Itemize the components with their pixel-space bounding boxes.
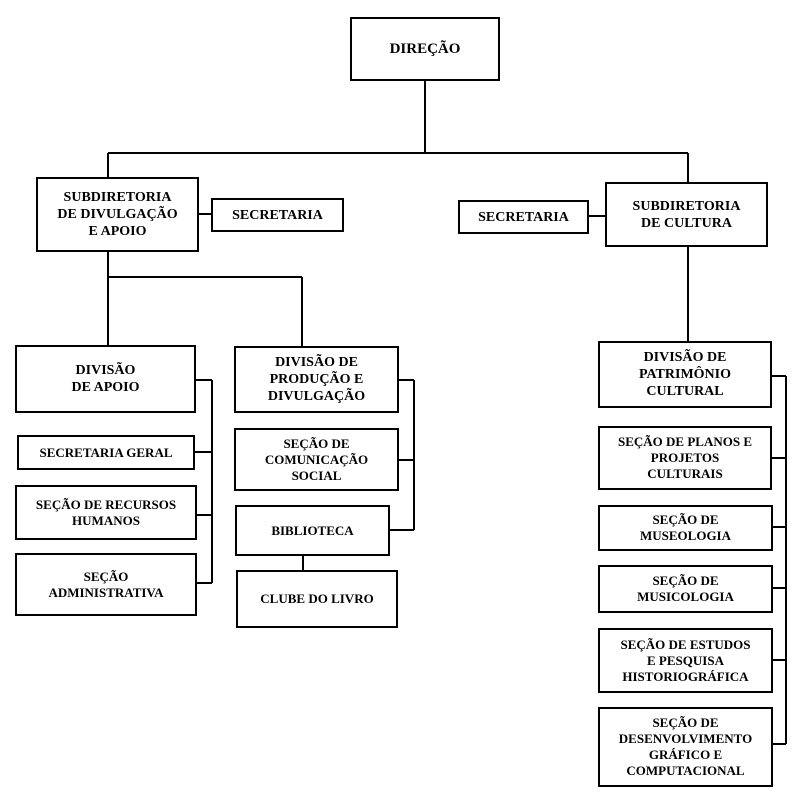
box-direcao: DIREÇÃO bbox=[350, 17, 500, 81]
box-secao-planos-projetos: SEÇÃO DE PLANOS E PROJETOS CULTURAIS bbox=[598, 426, 772, 490]
box-divisao-producao-divulgacao: DIVISÃO DE PRODUÇÃO E DIVULGAÇÃO bbox=[234, 346, 399, 413]
box-divisao-apoio: DIVISÃO DE APOIO bbox=[15, 345, 196, 413]
box-secao-museologia: SEÇÃO DE MUSEOLOGIA bbox=[598, 505, 773, 551]
box-divisao-patrimonio-cultural: DIVISÃO DE PATRIMÔNIO CULTURAL bbox=[598, 341, 772, 408]
box-subdiretoria-cultura: SUBDIRETORIA DE CULTURA bbox=[605, 182, 768, 247]
box-secao-administrativa: SEÇÃO ADMINISTRATIVA bbox=[15, 553, 197, 616]
box-secretaria-divulgacao: SECRETARIA bbox=[211, 198, 344, 232]
box-secretaria-geral: SECRETARIA GERAL bbox=[17, 435, 195, 470]
box-secretaria-cultura: SECRETARIA bbox=[458, 200, 589, 234]
box-secao-recursos-humanos: SEÇÃO DE RECURSOS HUMANOS bbox=[15, 485, 197, 540]
box-biblioteca: BIBLIOTECA bbox=[235, 505, 390, 556]
box-secao-estudos-pesquisa: SEÇÃO DE ESTUDOS E PESQUISA HISTORIOGRÁF… bbox=[598, 628, 773, 693]
box-secao-comunicacao-social: SEÇÃO DE COMUNICAÇÃO SOCIAL bbox=[234, 428, 399, 491]
box-clube-do-livro: CLUBE DO LIVRO bbox=[236, 570, 398, 628]
box-subdiretoria-divulgacao-apoio: SUBDIRETORIA DE DIVULGAÇÃO E APOIO bbox=[36, 177, 199, 252]
box-secao-musicologia: SEÇÃO DE MUSICOLOGIA bbox=[598, 565, 773, 613]
box-secao-desenvolvimento: SEÇÃO DE DESENVOLVIMENTO GRÁFICO E COMPU… bbox=[598, 707, 773, 787]
